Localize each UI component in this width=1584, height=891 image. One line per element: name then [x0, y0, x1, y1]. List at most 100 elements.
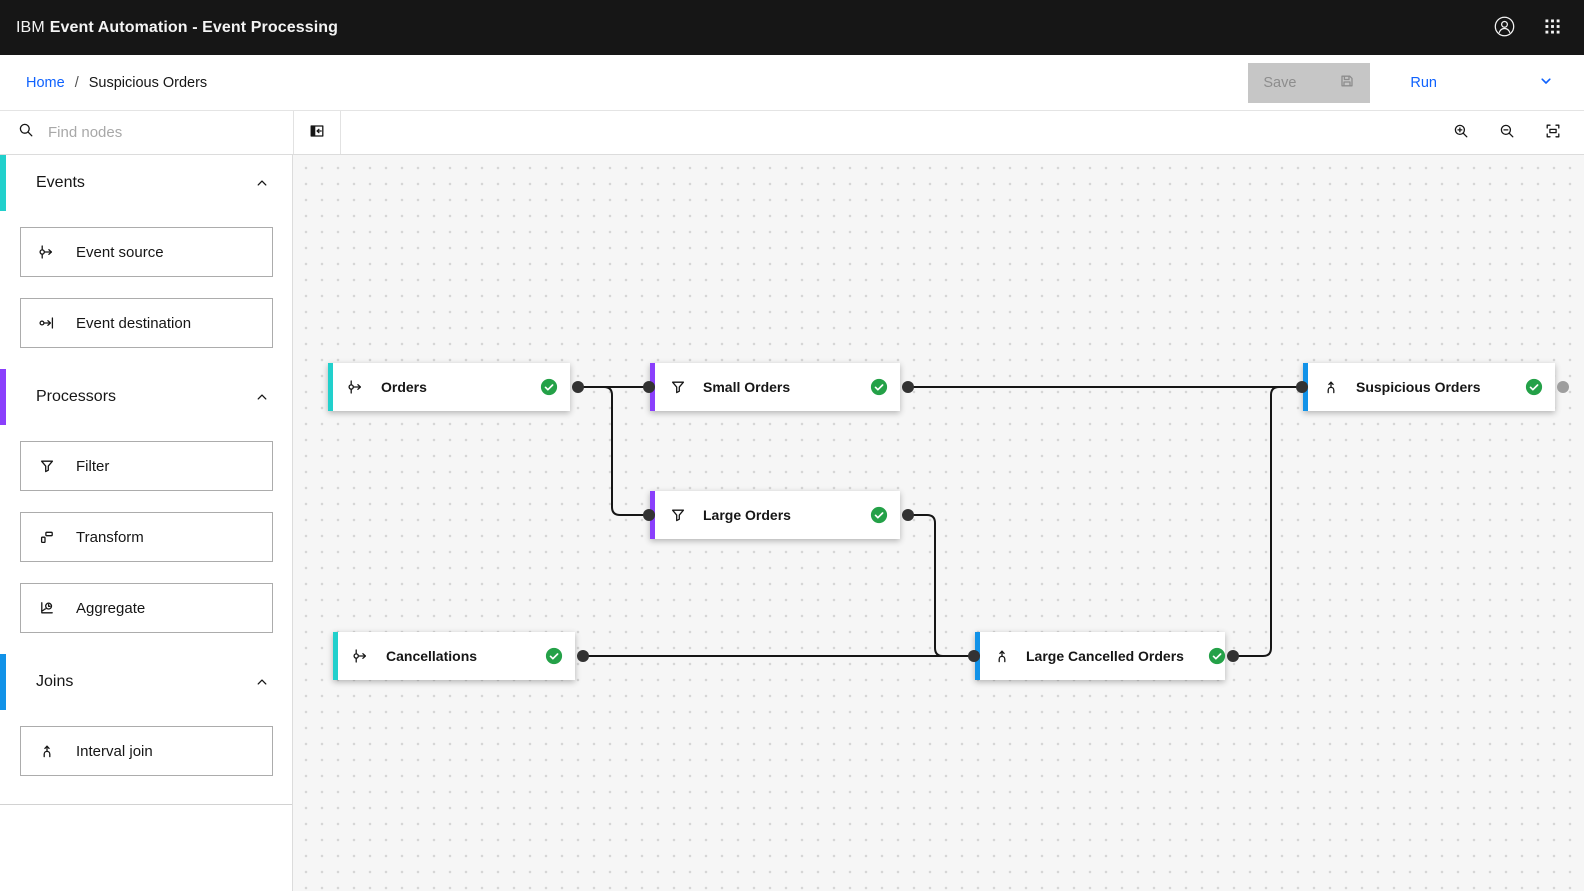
output-port[interactable] — [902, 509, 914, 521]
breadcrumb-separator: / — [74, 74, 79, 91]
breadcrumb-home-link[interactable]: Home — [26, 74, 65, 91]
filter-icon — [669, 507, 687, 523]
chevron-up-icon[interactable] — [254, 674, 270, 690]
node-label: Small Orders — [703, 379, 791, 395]
palette-section-events[interactable]: Events — [0, 155, 292, 211]
palette-section-joins[interactable]: Joins — [0, 654, 292, 710]
status-valid-icon — [870, 378, 888, 396]
breadcrumb-bar: Home / Suspicious Orders Save Run — [0, 55, 1584, 111]
output-port[interactable] — [1557, 381, 1569, 393]
palette-item-aggregate[interactable]: Aggregate — [20, 583, 273, 633]
section-label: Joins — [36, 673, 74, 690]
palette-item-event-source[interactable]: Event source — [20, 227, 273, 277]
input-port[interactable] — [1296, 381, 1308, 393]
canvas-node-large[interactable]: Large Orders — [643, 491, 914, 539]
node-label: Cancellations — [386, 648, 478, 664]
section-label: Processors — [36, 388, 117, 405]
node-palette: Events Event source Event destination Pr… — [0, 155, 293, 891]
save-icon — [1339, 73, 1355, 93]
edge-orders-to-large[interactable] — [578, 386, 644, 516]
canvas-node-lco[interactable]: Large Cancelled Orders — [968, 632, 1239, 680]
toolbar-spacer — [341, 111, 1438, 154]
run-options-button[interactable] — [1530, 63, 1562, 103]
input-port[interactable] — [968, 650, 980, 662]
header-actions — [1480, 4, 1576, 52]
status-valid-icon — [545, 647, 563, 665]
chevron-up-icon[interactable] — [254, 389, 270, 405]
palette-item-event-destination[interactable]: Event destination — [20, 298, 273, 348]
palette-item-label: Event destination — [76, 314, 192, 332]
palette-item-interval-join[interactable]: Interval join — [20, 726, 273, 776]
find-nodes-input[interactable] — [48, 124, 238, 141]
app-switcher-icon — [1543, 17, 1562, 39]
filter-icon — [669, 379, 687, 395]
palette-item-label: Event source — [76, 243, 164, 261]
interval-join-icon — [1322, 379, 1340, 395]
output-port[interactable] — [1227, 650, 1239, 662]
search-icon — [18, 122, 34, 143]
status-valid-icon — [540, 378, 558, 396]
zoom-out-button[interactable] — [1484, 111, 1530, 154]
status-valid-icon — [1525, 378, 1543, 396]
run-button-label: Run — [1410, 74, 1437, 91]
filter-icon — [38, 458, 56, 474]
palette-item-label: Filter — [76, 457, 110, 475]
fit-to-screen-button[interactable] — [1530, 111, 1576, 154]
event-destination-icon — [38, 315, 56, 331]
input-port[interactable] — [643, 509, 655, 521]
canvas-node-cancel[interactable]: Cancellations — [333, 632, 589, 680]
node-label: Orders — [381, 379, 427, 395]
palette-item-label: Interval join — [76, 742, 153, 760]
input-port[interactable] — [643, 381, 655, 393]
event-source-icon — [347, 379, 365, 395]
canvas-node-orders[interactable]: Orders — [328, 363, 584, 411]
palette-item-label: Aggregate — [76, 599, 146, 617]
canvas-node-suspicious[interactable]: Suspicious Orders — [1296, 363, 1569, 411]
app-switcher-button[interactable] — [1528, 4, 1576, 52]
status-valid-icon — [1208, 647, 1226, 665]
flow-actions: Save Run — [1248, 62, 1584, 103]
transform-icon — [38, 529, 56, 545]
palette-item-filter[interactable]: Filter — [20, 441, 273, 491]
breadcrumb: Home / Suspicious Orders — [26, 75, 207, 91]
aggregate-icon — [38, 600, 56, 616]
user-avatar-button[interactable] — [1480, 4, 1528, 52]
output-port[interactable] — [577, 650, 589, 662]
main-area: Events Event source Event destination Pr… — [0, 155, 1584, 891]
joins-accent-bar — [0, 654, 6, 710]
edge-lco-to-suspicious[interactable] — [1233, 386, 1297, 657]
processors-accent-bar — [0, 369, 6, 425]
palette-section-processors[interactable]: Processors — [0, 369, 292, 425]
chevron-down-icon — [1538, 73, 1554, 92]
palette-item-transform[interactable]: Transform — [20, 512, 273, 562]
section-label: Events — [36, 174, 85, 191]
output-port[interactable] — [902, 381, 914, 393]
event-source-icon — [38, 244, 56, 260]
event-source-icon — [352, 648, 370, 664]
chevron-up-icon[interactable] — [254, 175, 270, 191]
run-button[interactable]: Run — [1394, 63, 1453, 103]
node-label: Large Orders — [703, 507, 791, 523]
palette-item-label: Transform — [76, 528, 144, 546]
canvas-node-small[interactable]: Small Orders — [643, 363, 914, 411]
output-port[interactable] — [572, 381, 584, 393]
collapse-palette-icon — [309, 123, 325, 142]
edge-layer — [578, 386, 1297, 657]
collapse-palette-button[interactable] — [294, 111, 341, 154]
zoom-in-button[interactable] — [1438, 111, 1484, 154]
save-button[interactable]: Save — [1248, 62, 1371, 103]
node-label: Suspicious Orders — [1356, 379, 1481, 395]
find-nodes-search — [0, 111, 294, 154]
zoom-in-icon — [1453, 123, 1469, 142]
interval-join-icon — [38, 743, 56, 759]
edge-large-to-lco[interactable] — [908, 514, 969, 657]
zoom-out-icon — [1499, 123, 1515, 142]
events-accent-bar — [0, 155, 6, 211]
brand-title: Event Automation - Event Processing — [49, 18, 339, 36]
fit-to-screen-icon — [1545, 123, 1561, 142]
node-label: Large Cancelled Orders — [1026, 648, 1184, 664]
brand-prefix: IBM — [16, 18, 45, 36]
